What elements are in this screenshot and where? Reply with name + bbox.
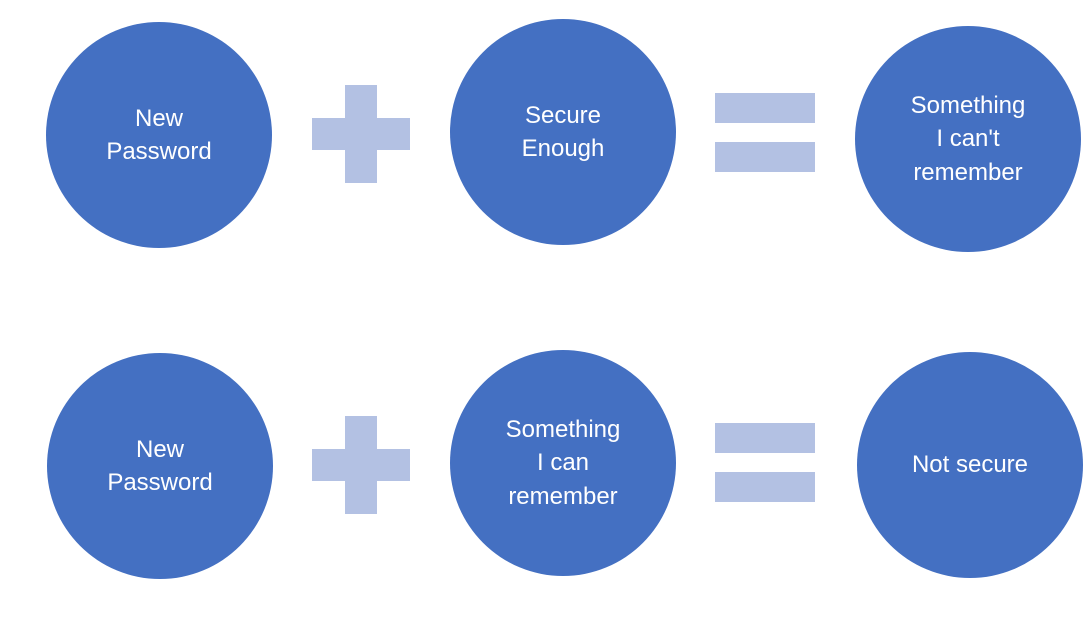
- equals-icon: [715, 423, 815, 502]
- circle-row1-secure-enough: Secure Enough: [450, 19, 676, 245]
- circle-row2-not-secure: Not secure: [857, 352, 1083, 578]
- circle-row2-something-i-can-remember: Something I can remember: [450, 350, 676, 576]
- equals-bar: [715, 472, 815, 502]
- plus-icon: [312, 416, 410, 514]
- equals-bar: [715, 93, 815, 123]
- plus-vertical-bar: [345, 416, 377, 514]
- circle-row1-new-password: New Password: [46, 22, 272, 248]
- circle-row2-new-password: New Password: [47, 353, 273, 579]
- plus-vertical-bar: [345, 85, 377, 183]
- plus-icon: [312, 85, 410, 183]
- equals-bar: [715, 423, 815, 453]
- circle-row1-something-i-cant-remember: Something I can't remember: [855, 26, 1081, 252]
- equals-bar: [715, 142, 815, 172]
- equals-icon: [715, 93, 815, 172]
